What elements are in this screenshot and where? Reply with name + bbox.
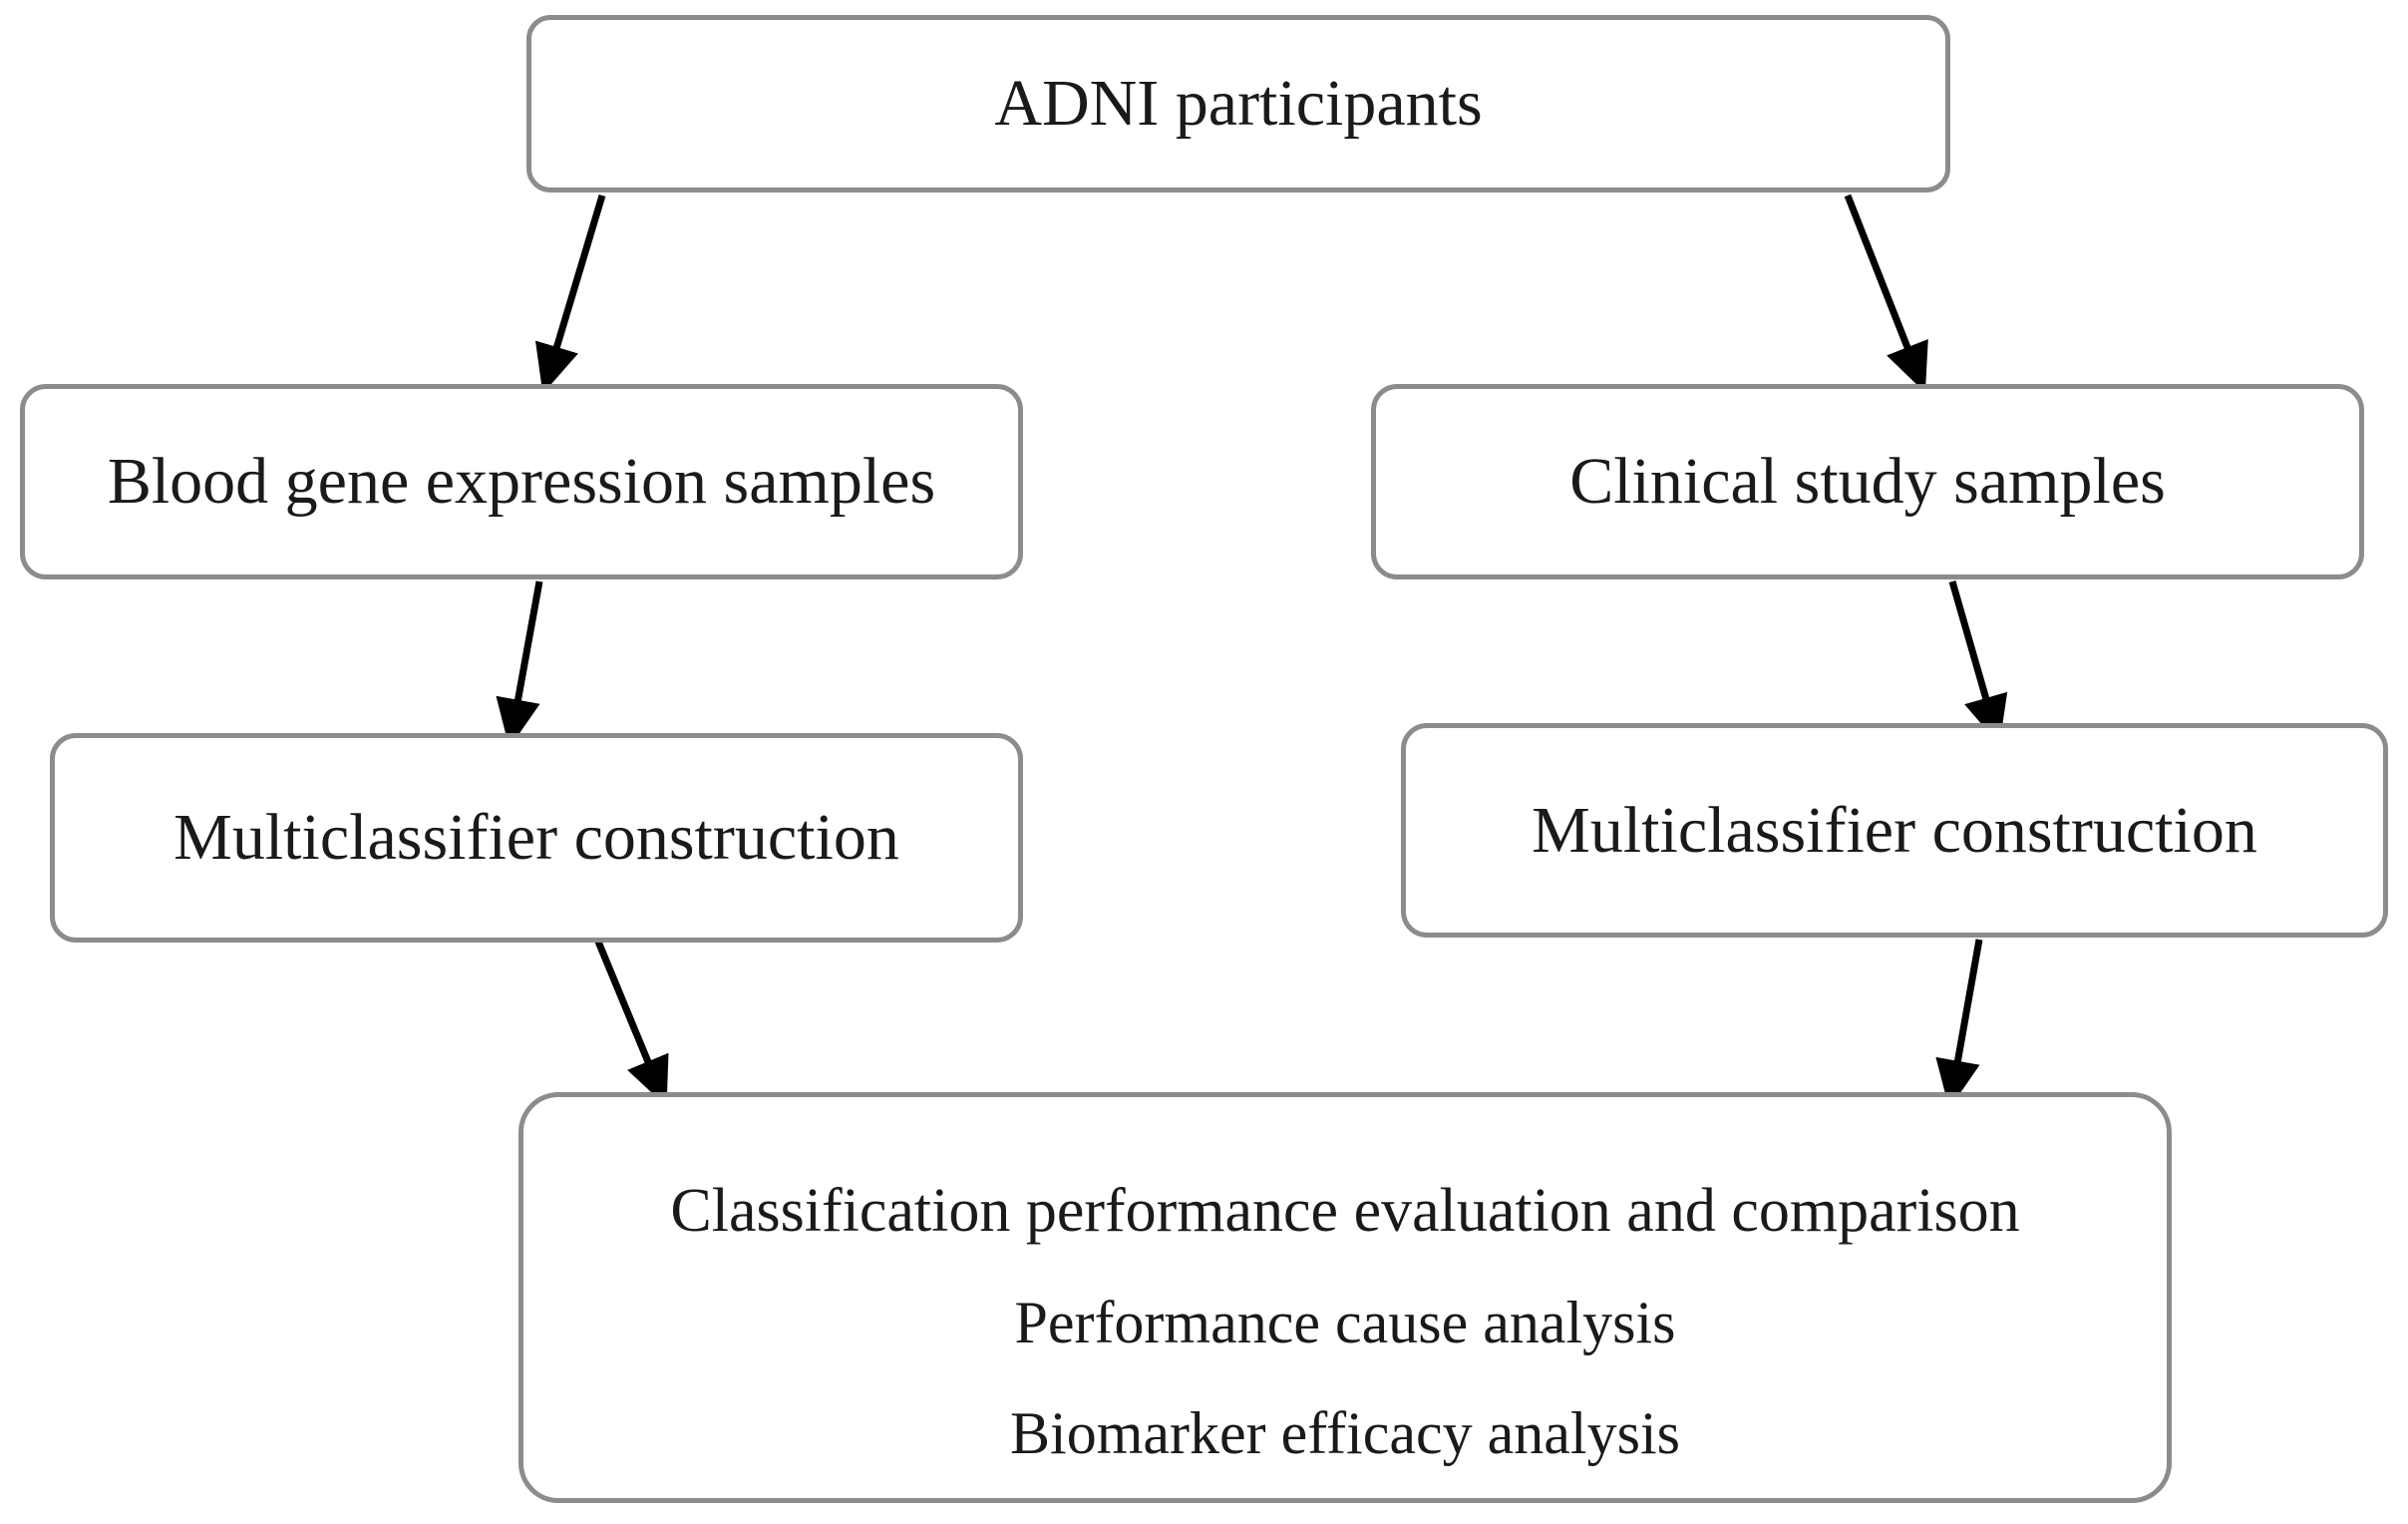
node-blood-gene-expression-samples[interactable]: Blood gene expression samples <box>20 384 1023 579</box>
node-label-classification-performance-evaluation: Classification performance evaluation an… <box>670 1177 2020 1245</box>
edge-adni-to-clinical <box>1844 193 1928 393</box>
edge-multiclassifier-left-to-analysis <box>594 940 669 1107</box>
node-label-adni-participants: ADNI participants <box>994 67 1483 141</box>
node-label-performance-cause-analysis: Performance cause analysis <box>1014 1290 1676 1356</box>
edge-blood-to-multiclassifier-left <box>496 580 543 748</box>
node-analysis-outcomes[interactable]: Classification performance evaluation an… <box>518 1092 2172 1503</box>
edge-adni-to-blood <box>534 193 606 394</box>
node-multiclassifier-construction-left[interactable]: Multiclassifier construction <box>50 733 1023 943</box>
node-label-multiclassifier-construction-right: Multiclassifier construction <box>1532 793 2257 867</box>
node-adni-participants[interactable]: ADNI participants <box>526 15 1950 192</box>
node-clinical-study-samples[interactable]: Clinical study samples <box>1371 384 2364 579</box>
node-label-clinical-study-samples: Clinical study samples <box>1569 445 2166 519</box>
node-label-blood-gene-expression-samples: Blood gene expression samples <box>107 445 936 519</box>
edge-multiclassifier-right-to-analysis <box>1935 939 1983 1109</box>
edge-clinical-to-multiclassifier-right <box>1948 580 2008 746</box>
node-multiclassifier-construction-right[interactable]: Multiclassifier construction <box>1401 723 2388 938</box>
node-label-multiclassifier-construction-left: Multiclassifier construction <box>173 801 899 875</box>
node-label-biomarker-efficacy-analysis: Biomarker efficacy analysis <box>1010 1400 1680 1467</box>
